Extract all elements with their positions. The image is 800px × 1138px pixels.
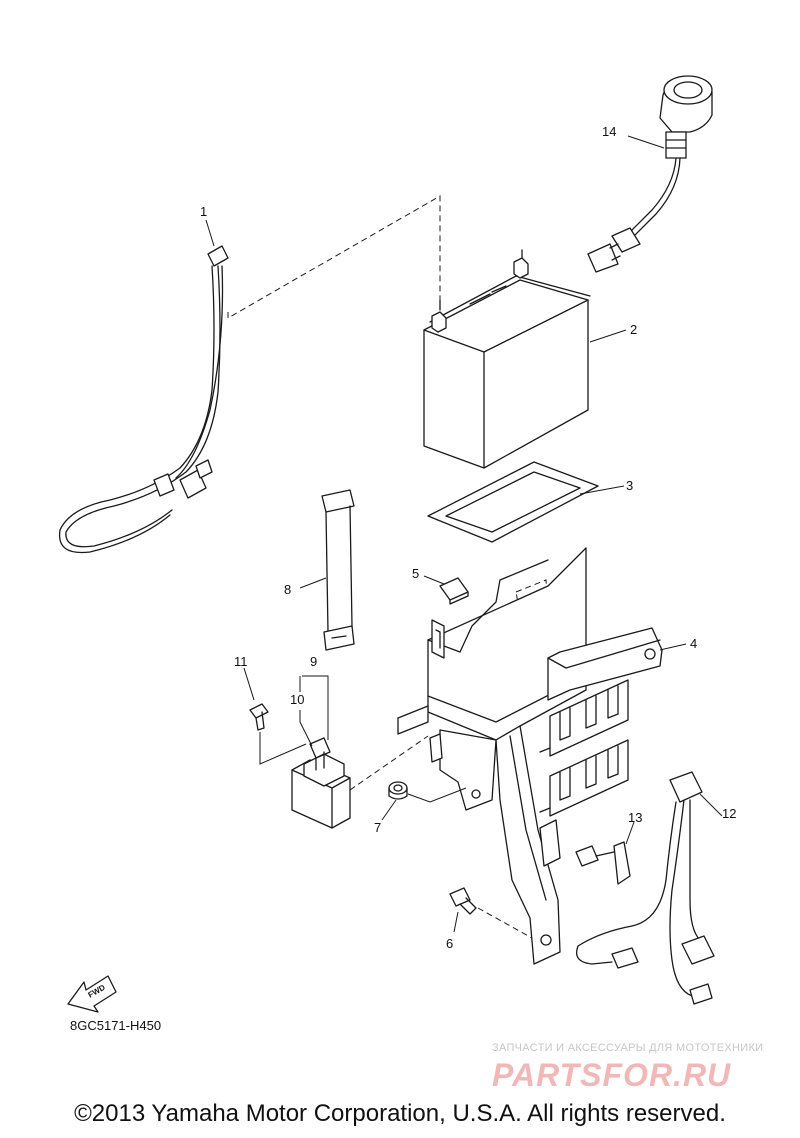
part-cushion[interactable] xyxy=(439,577,469,605)
callout-12[interactable]: 12 xyxy=(722,806,736,821)
callout-7[interactable]: 7 xyxy=(374,820,381,835)
callout-3[interactable]: 3 xyxy=(626,478,633,493)
part-battery-band[interactable] xyxy=(321,489,355,651)
callout-8[interactable]: 8 xyxy=(284,582,291,597)
fwd-arrow-icon: FWD xyxy=(67,975,117,1013)
part-relay[interactable] xyxy=(291,737,351,829)
leader-bolt11-relay xyxy=(259,732,307,765)
callout-1[interactable]: 1 xyxy=(200,204,207,219)
dashed-link-cable-battery xyxy=(227,195,441,319)
part-battery-cable[interactable] xyxy=(58,245,229,554)
part-sub-wire-harness[interactable] xyxy=(575,771,715,1005)
callout-2[interactable]: 2 xyxy=(630,322,637,337)
dashed-relay-bracket xyxy=(349,735,429,791)
drawing-code: 8GC5171-H450 xyxy=(70,1018,161,1033)
part-nut[interactable] xyxy=(388,781,408,800)
callout-5[interactable]: 5 xyxy=(412,566,419,581)
leader-nut-bracket xyxy=(407,787,467,803)
callout-10[interactable]: 10 xyxy=(290,692,304,707)
callout-11[interactable]: 11 xyxy=(234,654,248,669)
callout-6[interactable]: 6 xyxy=(446,936,453,951)
part-battery-pad[interactable] xyxy=(427,461,599,543)
part-power-socket[interactable] xyxy=(587,75,713,273)
copyright-notice: ©2013 Yamaha Motor Corporation, U.S.A. A… xyxy=(74,1100,726,1127)
dashed-bolt-bracket xyxy=(477,907,533,939)
callout-13[interactable]: 13 xyxy=(628,810,642,825)
watermark-tagline: ЗАПЧАСТИ И АКСЕССУАРЫ ДЛЯ МОТОТЕХНИКИ xyxy=(492,1042,764,1054)
part-battery[interactable] xyxy=(423,249,591,469)
callout-leaders xyxy=(205,135,723,933)
part-bolt-small[interactable] xyxy=(249,703,269,731)
callout-4[interactable]: 4 xyxy=(690,636,697,651)
callout-9[interactable]: 9 xyxy=(310,654,317,669)
watermark-logo-text: PARTSFOR.RU xyxy=(492,1057,731,1093)
part-cable-tie[interactable] xyxy=(575,841,631,885)
part-bolt[interactable] xyxy=(449,887,477,915)
part-battery-bracket[interactable] xyxy=(397,547,663,965)
callout-14[interactable]: 14 xyxy=(602,124,616,139)
watermark-logo: PARTSFOR.RU xyxy=(492,1057,731,1093)
